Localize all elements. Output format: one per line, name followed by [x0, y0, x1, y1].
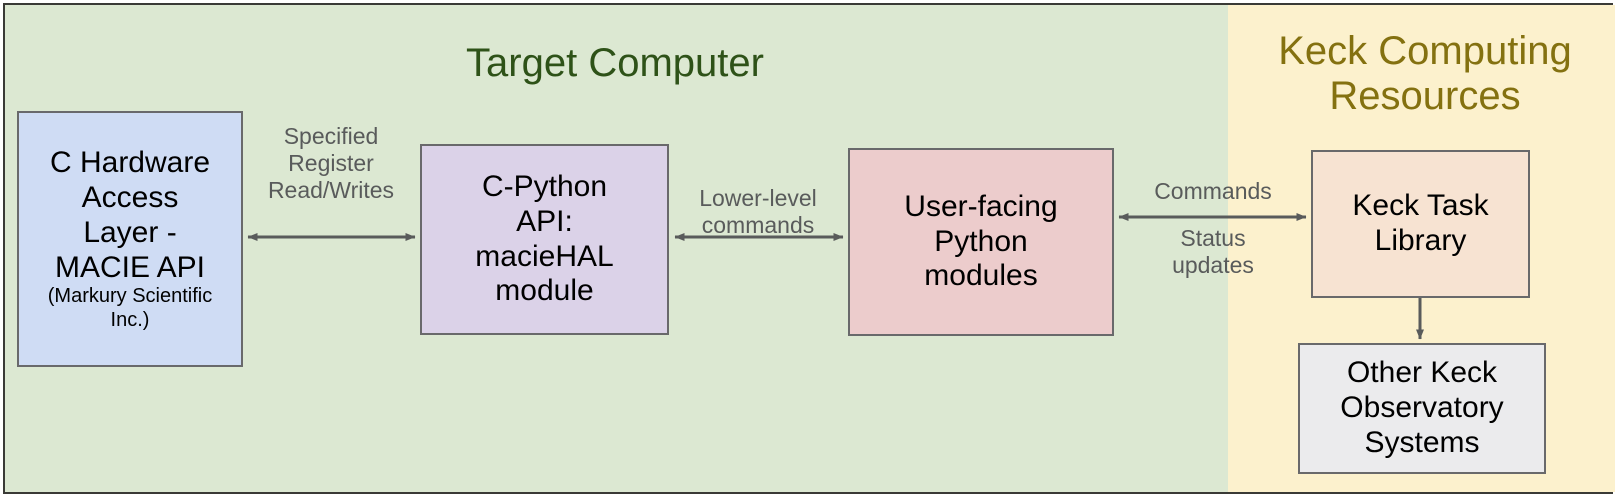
node-keck-task-library-label: Keck Task Library	[1352, 189, 1489, 257]
node-c-python-api-label: C-Python API: macieHAL module	[475, 169, 614, 308]
edge-label-lower-level-commands: Lower-level commands	[699, 185, 817, 239]
node-other-keck-observatory-systems[interactable]: Other Keck Observatory Systems	[1298, 343, 1546, 474]
node-c-hardware-access-layer-label: C Hardware Access Layer - MACIE API	[49, 146, 211, 284]
node-user-facing-python-modules-label: User-facing Python modules	[904, 189, 1058, 293]
node-c-hardware-access-layer[interactable]: C Hardware Access Layer - MACIE API (Mar…	[17, 111, 243, 367]
node-user-facing-python-modules[interactable]: User-facing Python modules	[848, 148, 1114, 336]
node-c-hardware-access-layer-sublabel: (Markury Scientific Inc.)	[47, 285, 213, 331]
edge-label-status-updates: Status updates	[1172, 225, 1254, 279]
edge-label-specified-register-read-writes: Specified Register Read/Writes	[267, 123, 395, 204]
node-other-keck-observatory-systems-label: Other Keck Observatory Systems	[1340, 356, 1504, 459]
node-c-python-api[interactable]: C-Python API: macieHAL module	[420, 144, 669, 335]
edge-label-commands: Commands	[1154, 178, 1272, 204]
zone-title-keck-computing-resources: Keck Computing Resources	[1278, 29, 1572, 118]
diagram-frame: Target Computer Keck Computing Resources	[3, 3, 1615, 494]
node-keck-task-library[interactable]: Keck Task Library	[1311, 150, 1530, 298]
zone-title-target-computer: Target Computer	[466, 41, 764, 85]
